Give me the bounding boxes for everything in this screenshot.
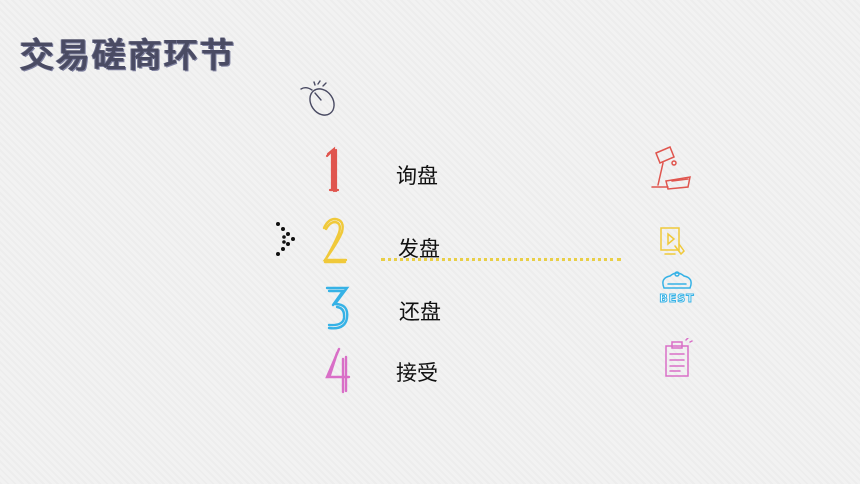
active-step-underline (381, 258, 621, 261)
dotted-arrow-icon (276, 222, 295, 256)
step-label-4: 接受 (396, 361, 438, 385)
step-number-3 (325, 286, 350, 330)
step-number-2 (322, 217, 348, 264)
best-badge-icon: BEST (656, 270, 698, 310)
step-number-1 (325, 146, 340, 193)
computer-mouse-icon (300, 80, 335, 116)
desk-lamp-icon (651, 146, 691, 190)
play-document-icon (660, 227, 685, 256)
step-label-3: 还盘 (399, 300, 441, 324)
step-label-2: 发盘 (398, 237, 440, 261)
step-label-1: 询盘 (396, 164, 438, 188)
step-number-4 (325, 347, 351, 394)
clipboard-icon (665, 338, 693, 377)
best-badge-label: BEST (659, 292, 695, 306)
page-title: 交易磋商环节 (20, 36, 236, 76)
